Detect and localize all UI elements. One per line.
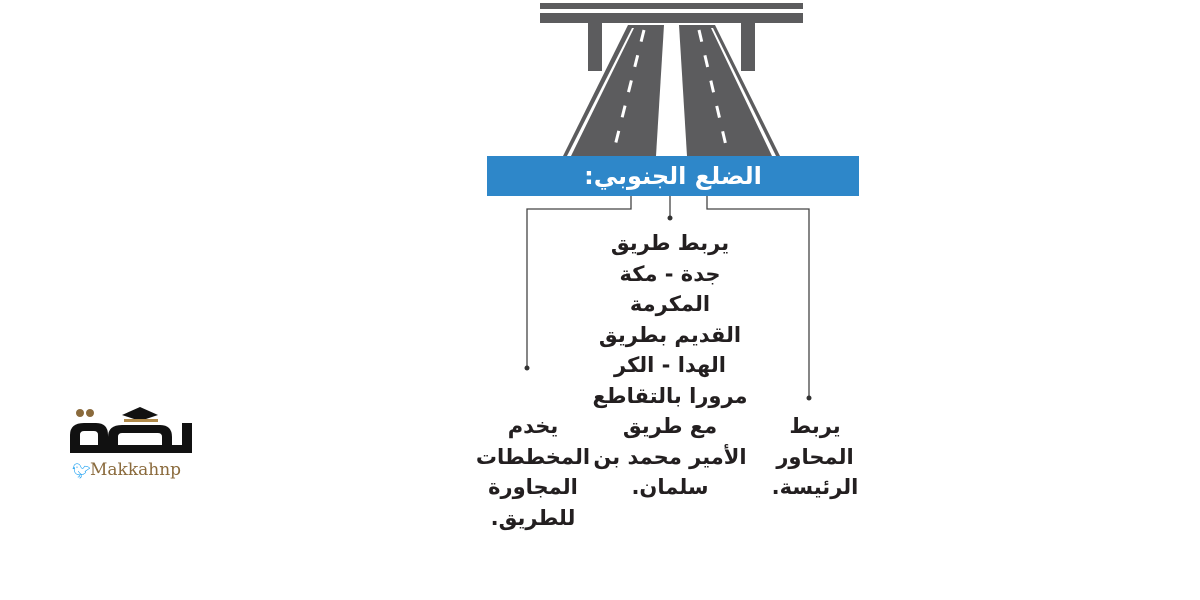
- title: الضلع الجنوبي:: [584, 162, 762, 190]
- left-line: المجاورة: [488, 475, 578, 499]
- right-line: الرئيسة.: [771, 475, 859, 499]
- center-line: سلمان.: [631, 475, 709, 499]
- makkah-logo: [70, 407, 192, 453]
- left-line: يخدم: [507, 414, 559, 438]
- right-line: المحاور: [776, 444, 854, 469]
- center-line: جدة - مكة: [619, 261, 721, 286]
- left-line: المخططات: [475, 444, 591, 469]
- title-banner: الضلع الجنوبي:: [487, 156, 859, 196]
- left-line: للطريق.: [490, 505, 576, 530]
- highway-illustration: [540, 3, 803, 156]
- center-line: المكرمة: [629, 292, 711, 316]
- center-line: القديم بطريق: [598, 322, 742, 347]
- center-line: يربط طريق: [610, 231, 730, 255]
- center-column: يربط طريق جدة - مكة المكرمة القديم بطريق…: [570, 228, 770, 503]
- center-line: مرورا بالتقاطع: [592, 383, 748, 408]
- center-line: مع طريق: [622, 414, 718, 438]
- right-line: يربط: [789, 414, 841, 438]
- center-line: الأمير محمد بن: [593, 444, 747, 469]
- center-line: الهدا - الكر: [614, 353, 726, 377]
- right-column: يربط المحاور الرئيسة.: [755, 411, 875, 503]
- twitter-icon: 🐦︎: [72, 462, 92, 480]
- left-column: يخدم المخططات المجاورة للطريق.: [463, 411, 603, 533]
- twitter-handle: Makkahnp: [90, 460, 182, 480]
